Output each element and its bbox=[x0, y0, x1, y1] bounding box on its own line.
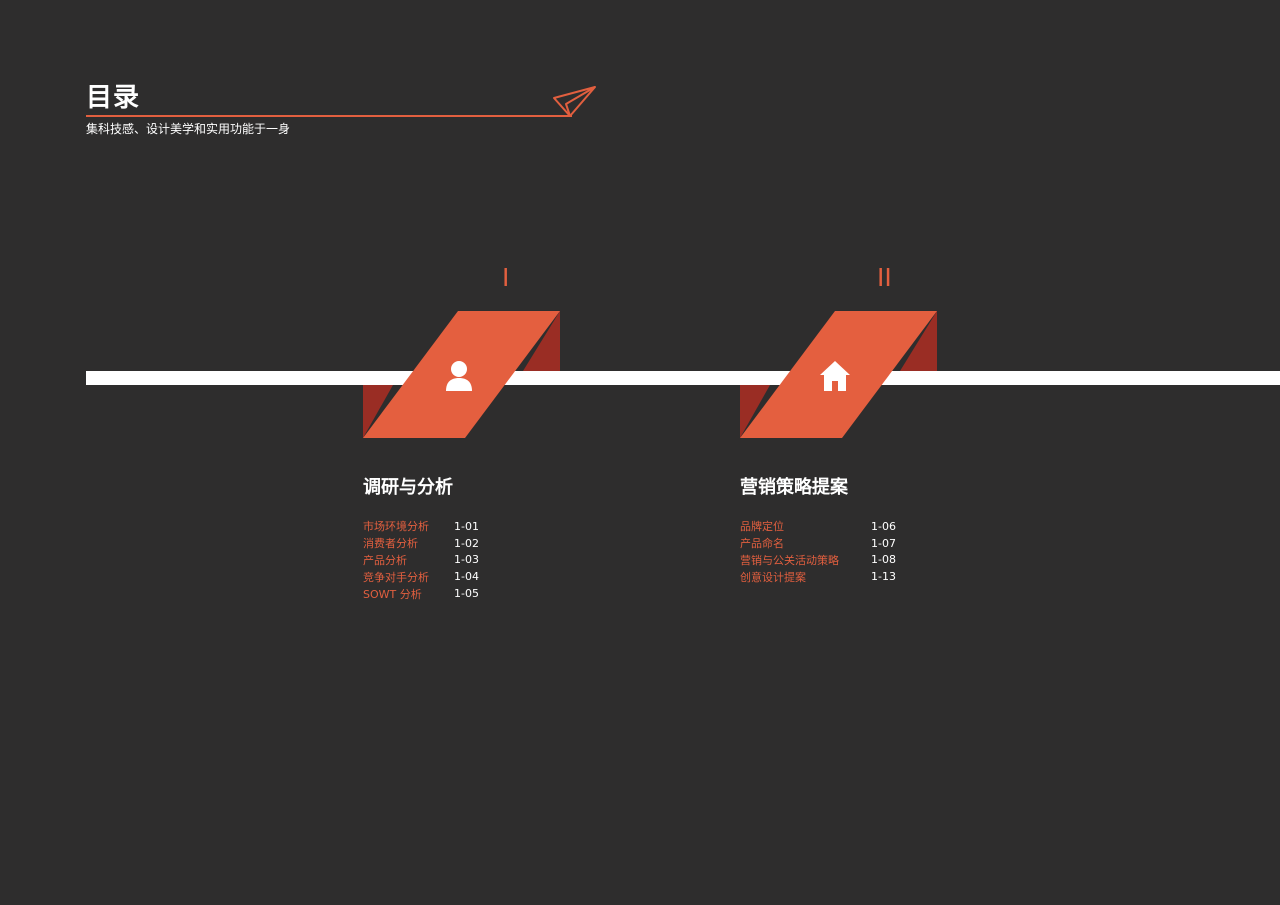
toc-list-2: 品牌定位 1-06 产品命名 1-07 营销与公关活动策略 1-08 创意设计提… bbox=[740, 518, 896, 585]
section-numeral-1: I bbox=[502, 263, 510, 292]
home-icon bbox=[820, 361, 850, 391]
toc-label: 品牌定位 bbox=[740, 520, 784, 534]
section-title-2: 营销策略提案 bbox=[740, 477, 848, 498]
list-item[interactable]: 创意设计提案 1-13 bbox=[740, 568, 896, 585]
toc-page-number: 1-02 bbox=[454, 536, 479, 550]
section-numeral-2: II bbox=[877, 263, 892, 292]
toc-label: 创意设计提案 bbox=[740, 570, 806, 584]
toc-label: 竞争对手分析 bbox=[363, 570, 429, 584]
list-item[interactable]: 产品分析 1-03 bbox=[363, 552, 479, 569]
list-item[interactable]: SOWT 分析 1-05 bbox=[363, 585, 479, 602]
toc-page-number: 1-13 bbox=[871, 570, 896, 584]
toc-page-number: 1-03 bbox=[454, 553, 479, 567]
toc-label: 市场环境分析 bbox=[363, 520, 429, 534]
toc-label: 产品命名 bbox=[740, 537, 784, 551]
toc-page-number: 1-04 bbox=[454, 570, 479, 584]
list-item[interactable]: 市场环境分析 1-01 bbox=[363, 518, 479, 535]
page-subtitle: 集科技感、设计美学和实用功能于一身 bbox=[86, 122, 291, 136]
section-ribbon-1 bbox=[363, 311, 560, 438]
toc-page-number: 1-01 bbox=[454, 519, 479, 533]
list-item[interactable]: 营销与公关活动策略 1-08 bbox=[740, 552, 896, 569]
list-item[interactable]: 产品命名 1-07 bbox=[740, 535, 896, 552]
toc-page-number: 1-08 bbox=[871, 553, 896, 567]
toc-label: 产品分析 bbox=[363, 553, 407, 567]
person-icon bbox=[446, 361, 472, 391]
page-title: 目录 bbox=[86, 83, 141, 113]
toc-list-1: 市场环境分析 1-01 消费者分析 1-02 产品分析 1-03 竞争对手分析 … bbox=[363, 518, 479, 602]
toc-label: SOWT 分析 bbox=[363, 587, 422, 601]
toc-page-number: 1-05 bbox=[454, 587, 479, 601]
title-underline bbox=[86, 115, 572, 117]
toc-label: 营销与公关活动策略 bbox=[740, 553, 839, 567]
timeline-bar bbox=[86, 371, 1280, 385]
section-title-1: 调研与分析 bbox=[363, 477, 453, 498]
section-ribbon-2 bbox=[740, 311, 937, 438]
toc-page-number: 1-07 bbox=[871, 536, 896, 550]
paper-plane-icon bbox=[553, 86, 596, 117]
list-item[interactable]: 消费者分析 1-02 bbox=[363, 535, 479, 552]
list-item[interactable]: 品牌定位 1-06 bbox=[740, 518, 896, 535]
toc-label: 消费者分析 bbox=[363, 537, 418, 551]
toc-page-number: 1-06 bbox=[871, 519, 896, 533]
list-item[interactable]: 竞争对手分析 1-04 bbox=[363, 568, 479, 585]
